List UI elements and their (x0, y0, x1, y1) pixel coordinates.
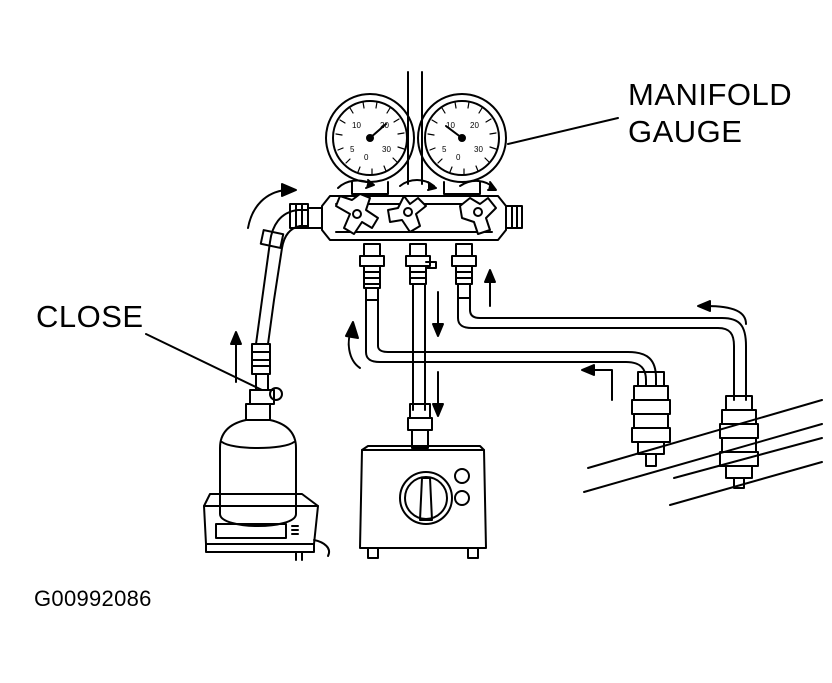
high-side-quick-coupler (719, 395, 759, 489)
svg-text:30: 30 (474, 145, 483, 154)
high-side-port (451, 243, 477, 299)
high-side-hose (457, 297, 747, 401)
svg-text:0: 0 (364, 153, 369, 162)
svg-text:0: 0 (456, 153, 461, 162)
svg-text:20: 20 (470, 121, 479, 130)
manifold-gauge-label: MANIFOLD GAUGE (628, 76, 792, 150)
charging-hose (255, 203, 309, 345)
flow-arrow-low-coupler (589, 369, 613, 401)
figure-code: G00992086 (34, 586, 152, 611)
svg-text:5: 5 (442, 145, 447, 154)
manifold-gauge-label-line1: MANIFOLD (628, 77, 793, 112)
high-side-valve-knob (459, 197, 497, 235)
vacuum-pump (359, 403, 487, 559)
flow-arrow-to-manifold (247, 189, 287, 229)
center-valve-knob (387, 195, 427, 233)
refrigerant-tank (219, 343, 297, 527)
low-side-valve-knob (335, 193, 379, 235)
flow-arrow-high-coupler (705, 305, 747, 325)
close-label: CLOSE (36, 299, 144, 334)
svg-text:10: 10 (446, 121, 455, 130)
center-port (405, 243, 437, 285)
low-pressure-gauge: 10 20 5 30 0 (325, 93, 415, 195)
manifold-gauge-label-line2: GAUGE (628, 114, 743, 149)
svg-text:30: 30 (382, 145, 391, 154)
low-side-quick-coupler (631, 371, 671, 467)
low-side-port (359, 243, 385, 301)
svg-text:20: 20 (380, 121, 389, 130)
high-pressure-gauge: 10 20 5 30 0 (417, 93, 507, 195)
center-hose (412, 283, 426, 411)
manifold-gauge-leader-line (507, 117, 619, 145)
manifold-gauge: 10 20 5 30 0 10 20 5 30 0 (307, 71, 523, 301)
close-leader-line (145, 333, 263, 391)
svg-text:10: 10 (352, 121, 361, 130)
vehicle-pipes (583, 399, 823, 506)
scale (203, 493, 330, 561)
svg-text:5: 5 (350, 145, 355, 154)
flow-arrows (230, 183, 747, 417)
